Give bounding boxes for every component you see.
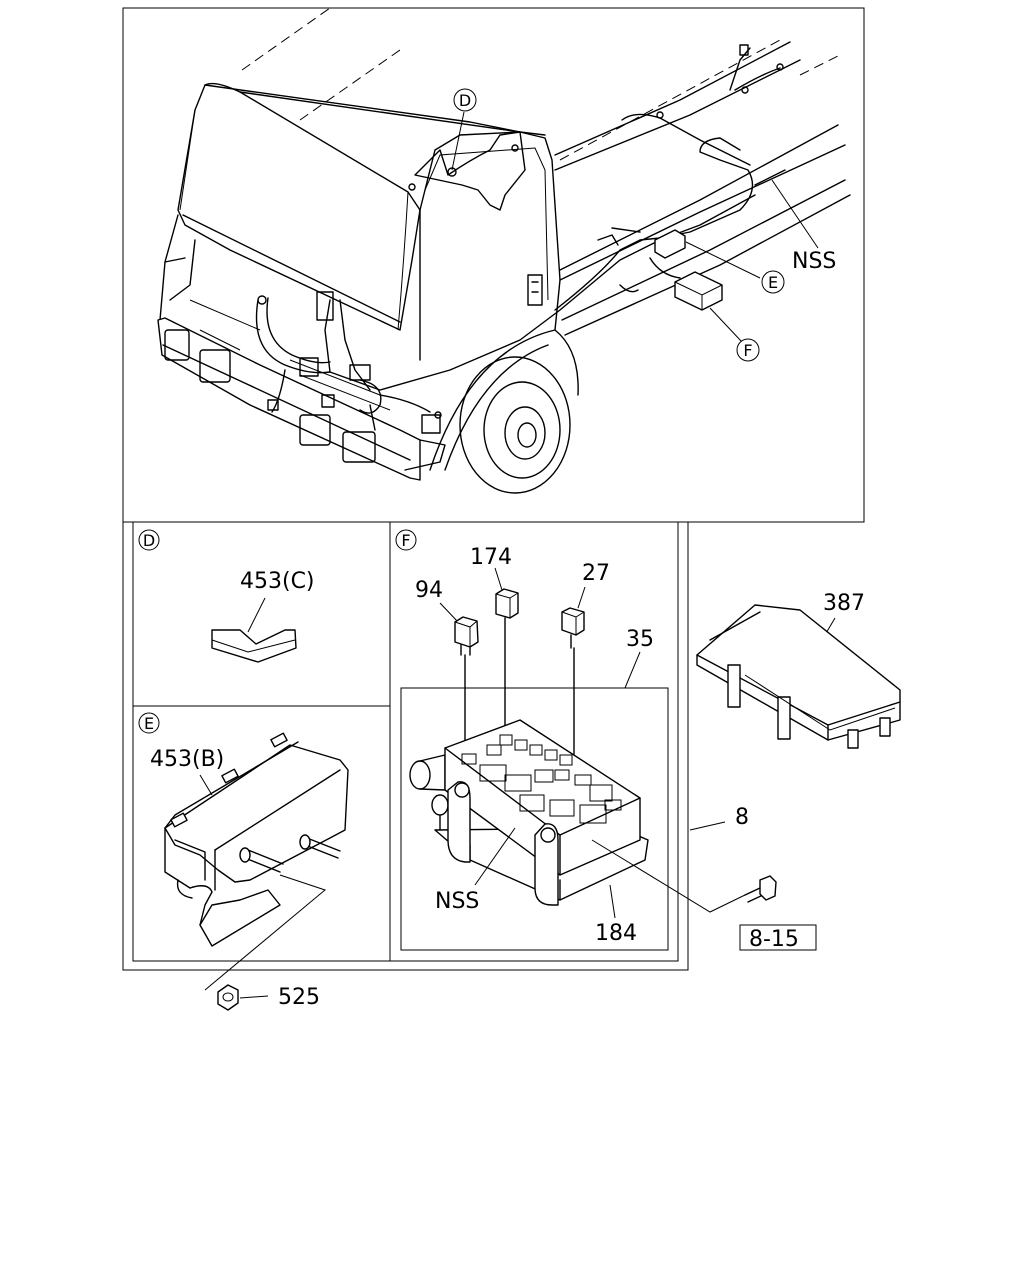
truck-illustration bbox=[157, 7, 851, 494]
fuse-block-inner-frame bbox=[400, 687, 669, 951]
panel-f-letter-circle bbox=[395, 529, 417, 551]
callout-d-label: D bbox=[459, 91, 471, 110]
part-453b-label: 453(B) bbox=[150, 747, 224, 772]
panel-d-letter-circle bbox=[138, 529, 160, 551]
relay-174 bbox=[495, 588, 519, 726]
nut-525 bbox=[217, 984, 239, 1011]
fuse-27 bbox=[561, 607, 585, 771]
part-453b-shape bbox=[164, 732, 349, 947]
lower-frame bbox=[122, 522, 689, 971]
panel-e-letter-circle bbox=[138, 712, 160, 734]
relay-94 bbox=[454, 616, 479, 756]
bolt-8-15 bbox=[744, 875, 777, 903]
part-nss-f-label: NSS bbox=[435, 889, 479, 914]
callout-e-circle bbox=[761, 270, 785, 294]
part-8-15-box bbox=[739, 924, 817, 951]
nss-main-label: NSS bbox=[792, 249, 836, 274]
part-35-label: 35 bbox=[626, 627, 654, 652]
panel-f-frame bbox=[389, 521, 679, 962]
part-387-label: 387 bbox=[823, 591, 865, 616]
panel-d-letter: D bbox=[143, 531, 155, 550]
callout-f-circle bbox=[736, 338, 760, 362]
part-8-15-label: 8-15 bbox=[749, 927, 799, 952]
part-174-label: 174 bbox=[470, 545, 512, 570]
part-8-label: 8 bbox=[735, 805, 749, 830]
part-453c-shape bbox=[211, 629, 297, 663]
callout-e-label: E bbox=[768, 273, 778, 292]
callout-d-circle bbox=[453, 88, 477, 112]
part-94-label: 94 bbox=[415, 578, 443, 603]
callout-f-label: F bbox=[743, 341, 752, 360]
part-525-label: 525 bbox=[278, 985, 320, 1010]
main-view-frame bbox=[122, 7, 865, 523]
part-27-label: 27 bbox=[582, 561, 610, 586]
panel-e-letter: E bbox=[144, 714, 154, 733]
fuse-box-cover-387 bbox=[696, 604, 901, 749]
part-184-label: 184 bbox=[595, 921, 637, 946]
fuse-block-35 bbox=[409, 719, 649, 906]
part-453c-label: 453(C) bbox=[240, 569, 315, 594]
panel-d-frame bbox=[132, 521, 391, 707]
panel-f-letter: F bbox=[401, 531, 410, 550]
